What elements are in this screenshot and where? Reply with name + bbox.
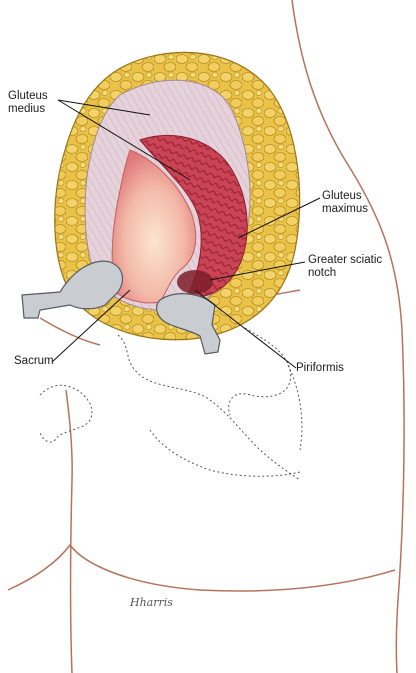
leader-lines: [51, 99, 321, 369]
pelvis-dotted-outline: [39, 327, 303, 481]
label-gluteus-medius: Gluteus medius: [8, 90, 48, 115]
retractor-left: [21, 260, 124, 319]
artist-signature: Hharris: [129, 596, 173, 609]
leader-sciatic-notch: [209, 261, 306, 281]
leader-sacrum: [51, 289, 131, 363]
retractor-right: [155, 293, 221, 355]
label-sacrum: Sacrum: [14, 355, 54, 367]
label-gluteus-maximus: Gluteus maximus: [322, 190, 369, 215]
label-greater-sciatic-notch: Greater sciatic notch: [308, 254, 383, 279]
label-piriformis: Piriformis: [296, 362, 344, 374]
leader-gluteus-medius-lower: [57, 99, 191, 181]
leader-piriformis: [194, 289, 297, 369]
sciatic-notch: [177, 270, 213, 294]
leader-gluteus-medius-upper: [57, 99, 151, 116]
gluteus-maximus-muscle: [139, 134, 248, 297]
leader-gluteus-maximus: [237, 197, 321, 239]
